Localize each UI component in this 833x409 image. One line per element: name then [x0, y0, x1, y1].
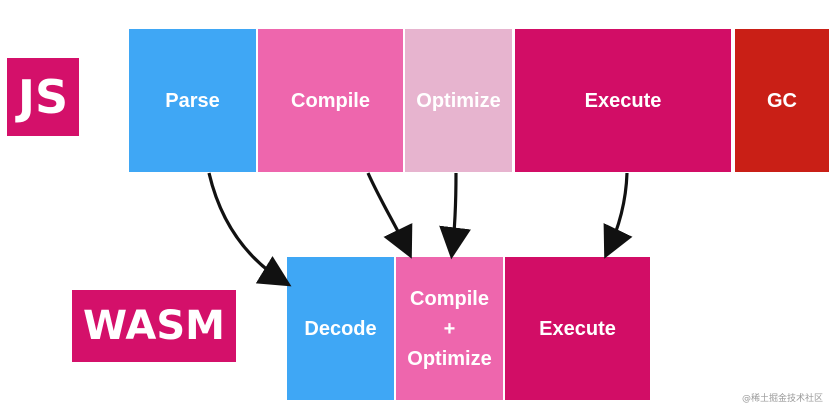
js-execute-label: Execute [584, 89, 662, 112]
arrow-compile-to-compile-optimize [366, 172, 413, 259]
arrow-parse-to-decode [207, 172, 292, 287]
wasm-plus-line: + [443, 317, 456, 340]
wasm-label-badge: WASM [72, 290, 236, 362]
js-label-badge: JS [7, 58, 79, 136]
wasm-execute-label: Execute [539, 317, 616, 340]
js-parse-block: Parse [129, 29, 256, 172]
js-gc-label: GC [767, 89, 797, 112]
js-execute-block: Execute [515, 29, 731, 172]
wasm-compile-line: Compile [410, 287, 489, 310]
watermark-text: @稀土掘金技术社区 [741, 394, 823, 404]
wasm-optimize-line: Optimize [407, 347, 492, 370]
arrow-execute-to-wasm-execute [603, 172, 633, 259]
wasm-compile-optimize-block: Compile + Optimize [396, 257, 503, 400]
js-parse-label: Parse [165, 89, 220, 112]
js-optimize-block: Optimize [405, 29, 512, 172]
js-compile-label: Compile [291, 89, 370, 112]
arrow-optimize-to-compile-optimize [439, 172, 471, 260]
js-compile-block: Compile [258, 29, 403, 172]
js-optimize-label: Optimize [416, 89, 501, 112]
js-gc-block: GC [735, 29, 829, 172]
wasm-execute-block: Execute [505, 257, 650, 400]
wasm-decode-block: Decode [287, 257, 394, 400]
wasm-decode-label: Decode [304, 317, 377, 340]
